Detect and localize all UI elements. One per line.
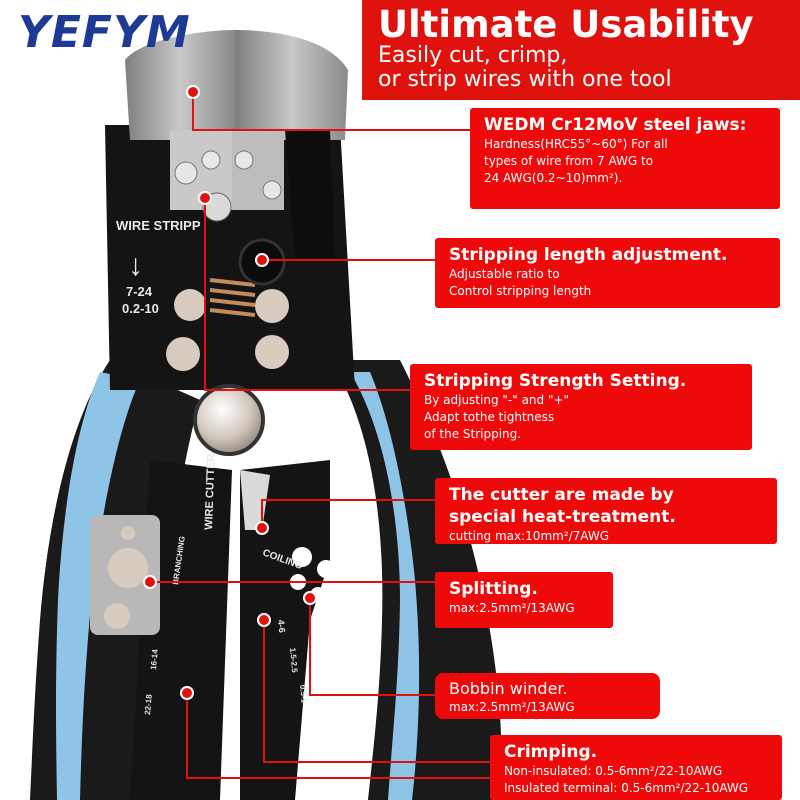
callout-splitting-line: max:2.5mm²/13AWG: [449, 601, 575, 615]
leader-dots: [143, 85, 317, 700]
callout-length-line: Control stripping length: [449, 284, 592, 298]
mark-crimp-0-5: 0.5-1: [298, 684, 309, 703]
spring: [209, 278, 256, 317]
screws: [104, 150, 335, 629]
callout-bobbin-line: max:2.5mm²/13AWG: [449, 700, 575, 714]
callout-strength-setting: Stripping Strength Setting. By adjusting…: [410, 364, 752, 450]
headline-subtitle: Easily cut, crimp, or strip wires with o…: [378, 44, 672, 92]
callout-length-adjustment: Stripping length adjustment. Adjustable …: [435, 238, 780, 308]
mark-crimp-16-14: 16-14: [149, 648, 160, 670]
callout-strength-line: of the Stripping.: [424, 427, 522, 441]
mark-awg: 7-24: [126, 284, 153, 299]
headline-title: Ultimate Usability: [378, 3, 754, 46]
callout-steel-jaws-title: WEDM Cr12MoV steel jaws:: [484, 115, 747, 135]
callout-length-line: Adjustable ratio to: [449, 267, 560, 281]
brand-logo: YEFYM: [18, 7, 191, 58]
callout-bobbin-title: Bobbin winder.: [449, 679, 568, 698]
callout-strength-line: Adapt tothe tightness: [424, 410, 555, 424]
callout-bobbin-winder: Bobbin winder. max:2.5mm²/13AWG: [435, 673, 660, 719]
callout-steel-jaws-line: types of wire from 7 AWG to: [484, 154, 654, 168]
callout-crimping-title: Crimping.: [504, 742, 598, 762]
mark-crimp-22-18: 22-18: [143, 693, 154, 715]
callout-length-title: Stripping length adjustment.: [449, 245, 728, 265]
callout-steel-jaws: WEDM Cr12MoV steel jaws: Hardness(HRC55°…: [470, 108, 780, 209]
callout-cutter-title-2: special heat-treatment.: [449, 507, 676, 527]
callout-cutter: The cutter are made by special heat-trea…: [435, 478, 777, 544]
callout-splitting: Splitting. max:2.5mm²/13AWG: [435, 572, 613, 628]
headline-banner: Ultimate Usability Easily cut, crimp, or…: [362, 0, 800, 100]
callout-splitting-title: Splitting.: [449, 579, 538, 599]
mark-crimp-1-5: 1.5-2.5: [288, 647, 299, 673]
callout-crimping-line: Insulated terminal: 0.5-6mm²/22-10AWG: [504, 781, 749, 795]
mark-crimp-4-6: 4-6: [276, 619, 287, 633]
callout-strength-title: Stripping Strength Setting.: [424, 371, 687, 391]
lower-jaws: [90, 460, 330, 800]
headline-subtitle-line-1: Easily cut, crimp,: [378, 43, 568, 68]
headline-subtitle-line-2: or strip wires with one tool: [378, 67, 672, 92]
callout-cutter-line: cutting max:10mm²/7AWG: [449, 529, 610, 543]
callout-crimping: Crimping. Non-insulated: 0.5-6mm²/22-10A…: [490, 735, 782, 800]
mark-wire-strip: WIRE STRIPP: [116, 218, 201, 233]
callout-steel-jaws-line: Hardness(HRC55°~60°) For all: [484, 137, 668, 151]
callout-strength-line: By adjusting "-" and "+": [424, 393, 570, 407]
mark-wire-cutter: WIRE CUTTER: [203, 453, 218, 530]
callout-steel-jaws-line: 24 AWG(0.2~10)mm²).: [484, 171, 623, 185]
callout-crimping-line: Non-insulated: 0.5-6mm²/22-10AWG: [504, 764, 723, 778]
callout-cutter-title-1: The cutter are made by: [449, 485, 674, 505]
leader-lines: [150, 92, 490, 779]
mark-arrow: ↓: [128, 249, 143, 282]
mark-mm: 0.2-10: [122, 301, 159, 316]
upper-head: [105, 30, 355, 390]
